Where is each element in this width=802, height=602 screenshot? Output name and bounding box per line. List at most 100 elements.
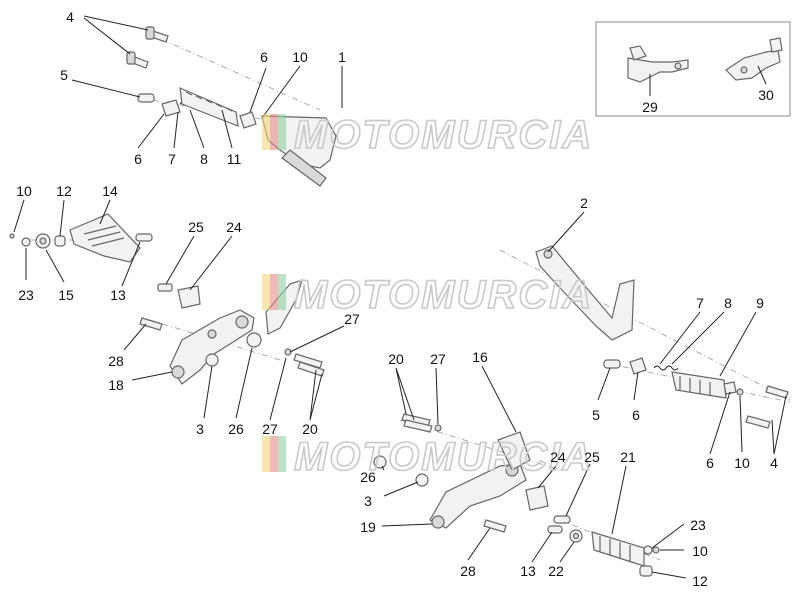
bushing-26-left: [246, 332, 262, 348]
bolt-4-lower: [126, 51, 149, 69]
pin-13-center: [547, 525, 563, 534]
callout-7: 7: [168, 151, 176, 167]
callout-26: 26: [228, 421, 244, 437]
hanger-16: [497, 431, 531, 471]
nut-3-left: [205, 353, 219, 367]
callout-28: 28: [460, 563, 476, 579]
callout-8: 8: [200, 151, 208, 167]
plate-6-upper-left: [161, 99, 181, 117]
callout-27: 27: [344, 311, 360, 327]
callout-23: 23: [690, 517, 706, 533]
callout-10: 10: [734, 455, 750, 471]
footrest-bracket-18: [169, 309, 255, 385]
pin-12-right: [639, 565, 653, 577]
callout-19: 19: [360, 519, 376, 535]
callout-3: 3: [196, 421, 204, 437]
callout-24: 24: [226, 219, 242, 235]
plate-6-upper-right: [239, 111, 257, 129]
pin-5-upper: [137, 93, 155, 103]
callout-13: 13: [520, 563, 536, 579]
bracket-29: [627, 45, 689, 83]
bottom-center-assembly: [373, 413, 660, 577]
pin-5-right: [603, 359, 621, 369]
pin-13-left: [135, 233, 153, 242]
callout-9: 9: [756, 295, 764, 311]
leader-lines: [13, 15, 787, 579]
callout-5: 5: [592, 407, 600, 423]
plate-6-right-a: [629, 357, 647, 375]
callout-22: 22: [548, 563, 564, 579]
callout-21: 21: [620, 449, 636, 465]
callout-23: 23: [18, 287, 34, 303]
footpeg-14: [69, 213, 141, 263]
footpeg-21: [591, 531, 645, 567]
inset-frame: [595, 21, 791, 117]
callout-11: 11: [227, 151, 242, 167]
callout-10: 10: [16, 183, 32, 199]
callout-12: 12: [692, 573, 708, 589]
callout-1: 1: [338, 49, 346, 65]
bolt-4-right-lower: [745, 415, 771, 429]
bolt-28-left: [139, 317, 163, 331]
bracket-30: [725, 37, 783, 81]
bushing-26-center: [373, 455, 387, 469]
rear-bracket-2: [535, 245, 635, 341]
bolts-20-center: [401, 413, 433, 433]
callout-18: 18: [108, 377, 124, 393]
bolt-4-upper: [145, 26, 169, 43]
bolt-25-left: [157, 283, 173, 292]
watermark-brand-middle: MOTOMURCIA: [294, 273, 593, 317]
bracket-24-left: [177, 285, 201, 309]
callout-26: 26: [360, 469, 376, 485]
callout-4: 4: [66, 9, 74, 25]
callout-27: 27: [430, 351, 446, 367]
callout-28: 28: [108, 353, 124, 369]
callout-14: 14: [102, 183, 118, 199]
pin-12-left: [54, 235, 66, 247]
callout-24: 24: [550, 449, 566, 465]
washer-23-right: [643, 545, 653, 555]
watermark-brand-bottom: MOTOMURCIA: [294, 435, 593, 479]
nut-3-center: [415, 473, 429, 487]
watermark-bottom: MOTOMURCIA: [262, 434, 593, 480]
callout-6: 6: [134, 151, 142, 167]
callout-10: 10: [692, 543, 708, 559]
spring-7-right: [653, 365, 667, 371]
bolt-28-center: [483, 519, 507, 533]
callout-4: 4: [770, 455, 778, 471]
callout-15: 15: [58, 287, 74, 303]
washer-10-right: [736, 388, 744, 396]
callout-20: 20: [388, 351, 404, 367]
callout-29: 29: [642, 99, 658, 115]
right-assembly: [535, 245, 789, 429]
washer-10-bottom: [652, 546, 660, 554]
watermark-top: MOTOMURCIA: [262, 112, 592, 158]
callout-2: 2: [580, 195, 588, 211]
footpeg-9: [671, 371, 727, 399]
callout-5: 5: [60, 67, 68, 83]
callout-20: 20: [302, 421, 318, 437]
callout-10: 10: [292, 49, 308, 65]
callout-7: 7: [696, 295, 704, 311]
washer-10-left: [9, 233, 15, 239]
callout-6: 6: [706, 455, 714, 471]
inset-box: [595, 21, 791, 117]
washer-23-left: [21, 237, 31, 247]
bracket-24-center: [525, 485, 549, 511]
spring-15-left: [35, 233, 51, 249]
callout-3: 3: [364, 493, 372, 509]
callout-6: 6: [260, 49, 268, 65]
callout-12: 12: [56, 183, 72, 199]
plate-6-right-b: [723, 381, 737, 395]
spring-8-right: [665, 365, 679, 371]
callout-6: 6: [632, 407, 640, 423]
callout-16: 16: [472, 349, 488, 365]
footpeg-11-upper: [179, 87, 239, 127]
callout-13: 13: [110, 287, 126, 303]
callout-25: 25: [188, 219, 204, 235]
callout-27: 27: [262, 421, 278, 437]
callout-25: 25: [584, 449, 600, 465]
bolt-25-center: [553, 515, 571, 524]
